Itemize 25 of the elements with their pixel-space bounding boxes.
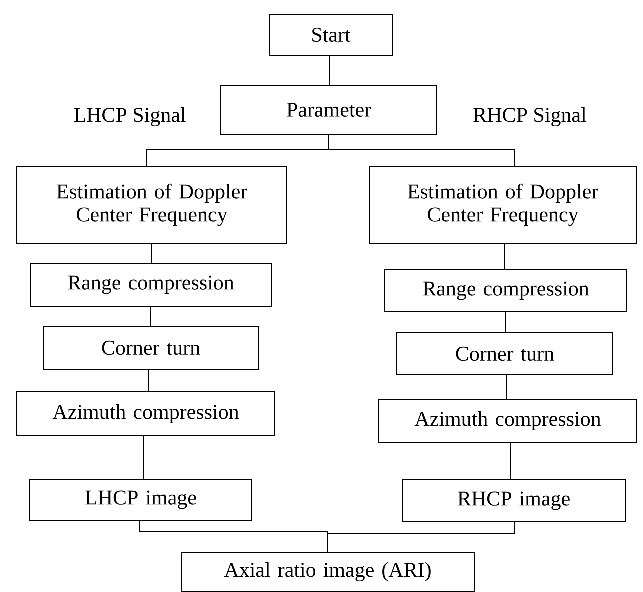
connector-line <box>143 436 144 480</box>
process-box: Range compression <box>30 263 272 307</box>
process-box: Range compression <box>384 270 628 312</box>
connector-line <box>505 312 506 333</box>
signal-label: LHCP Signal <box>74 107 186 127</box>
connector-line <box>150 306 152 326</box>
connector-line <box>151 244 152 264</box>
process-box: Corner turn <box>396 332 614 376</box>
process-box: RHCP image <box>402 480 626 522</box>
process-box: LHCP image <box>30 479 252 521</box>
process-box: Estimation of Doppler Center Frequency <box>16 166 288 244</box>
process-box: Azimuth compression <box>378 399 638 443</box>
connector-line <box>328 134 516 166</box>
signal-label: RHCP Signal <box>474 107 586 127</box>
connector-line <box>504 244 505 270</box>
connector-line <box>510 442 512 480</box>
connector-line <box>506 375 507 400</box>
process-box: Axial ratio image (ARI) <box>181 552 475 592</box>
process-box: Azimuth compression <box>16 392 276 436</box>
process-box: Start <box>269 14 393 56</box>
process-box: Parameter <box>220 85 438 135</box>
process-box: Estimation of Doppler Center Frequency <box>369 166 637 244</box>
connector-line <box>328 522 516 552</box>
connector-line <box>148 370 149 392</box>
process-box: Corner turn <box>43 326 259 370</box>
